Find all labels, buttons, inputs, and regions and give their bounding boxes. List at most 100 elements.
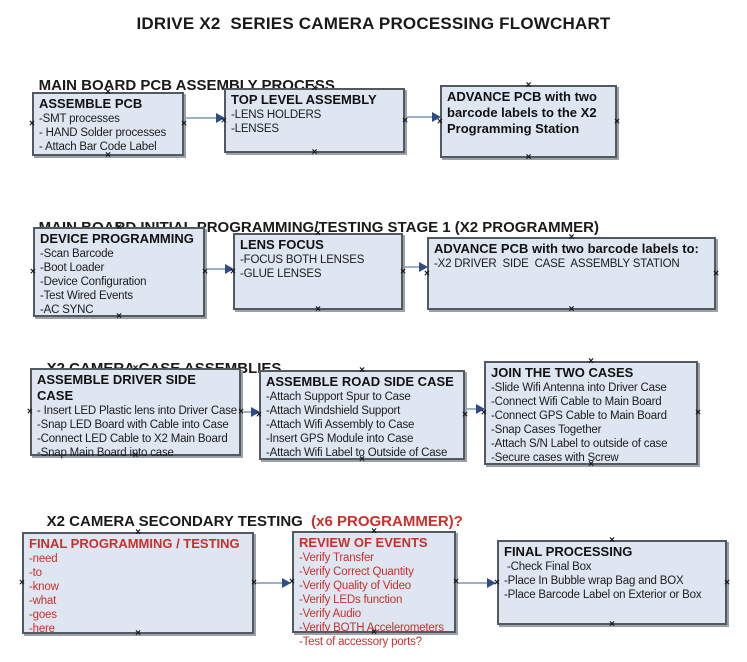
box-items: -Attach Support Spur to Case -Attach Wind…	[266, 390, 458, 460]
flow-box-assemble-road-side-case[interactable]: ASSEMBLE ROAD SIDE CASE -Attach Support …	[256, 366, 468, 465]
box-item: -LENS HOLDERS	[231, 109, 322, 121]
box-item: -know	[29, 581, 59, 593]
box-items: -SMT processes - HAND Solder processes - A…	[39, 112, 177, 154]
box-item: -to	[29, 567, 42, 579]
box-title: DEVICE PROGRAMMING	[40, 231, 194, 246]
arrow-right-icon[interactable]	[256, 578, 291, 588]
connection-handle-icon: ×	[525, 152, 532, 163]
box-title: ADVANCE PCB with two barcode labels to:	[434, 241, 699, 256]
connection-handle-icon: ×	[724, 577, 730, 588]
box-item: -FOCUS BOTH LENSES	[240, 254, 365, 266]
box-items: - Insert LED Plastic lens into Driver Ca…	[37, 404, 237, 460]
box-item: -Attach Support Spur to Case	[266, 391, 411, 403]
connection-handle-icon: ×	[19, 577, 25, 589]
arrow-right-icon[interactable]	[407, 112, 441, 122]
box-item: -Place Barcode Label on Exterior or Box	[504, 589, 702, 601]
box-item: -Attach Wifi Label to Outside of Case	[266, 447, 448, 459]
box-title: FINAL PROGRAMMING / TESTING	[29, 536, 240, 551]
arrow-right-icon[interactable]	[207, 264, 234, 274]
box-item: -Verify LEDs function	[299, 594, 403, 606]
box-title: ASSEMBLE PCB	[39, 96, 143, 111]
box-items: -LENS HOLDERS-LENSES	[231, 108, 398, 136]
flow-box-final-programming-testing[interactable]: FINAL PROGRAMMING / TESTING -need-to-kno…	[19, 528, 257, 639]
box-item: -Attach Wifi Assembly to Case	[266, 419, 415, 431]
box-item: -Connect LED Cable to X2 Main Board	[37, 433, 228, 445]
arrow-right-icon[interactable]	[405, 262, 428, 272]
box-title: ASSEMBLE ROAD SIDE CASE	[266, 374, 454, 389]
box-item: -what	[29, 595, 57, 607]
flow-box-final-processing[interactable]: FINAL PROCESSING -Check Final Box-Place …	[494, 536, 730, 630]
box-title: ADVANCE PCB with two barcode labels to t…	[447, 89, 597, 136]
box-title: REVIEW OF EVENTS	[299, 535, 428, 550]
box-item: -AC SYNC	[40, 304, 94, 316]
box-title: ASSEMBLE DRIVER SIDE CASE	[37, 372, 196, 403]
box-item: -GLUE LENSES	[240, 268, 322, 280]
connection-handle-icon: ×	[568, 304, 575, 315]
box-item: -here	[29, 623, 55, 635]
box-item: -Attach S/N Label to outside of case	[491, 438, 668, 450]
connection-handle-icon: ×	[695, 407, 701, 419]
box-item: -X2 DRIVER SIDE CASE ASSEMBLY STATION	[434, 258, 680, 270]
box-item: -Verify Quality of Video	[299, 580, 411, 592]
box-item: -SMT processes	[39, 113, 120, 125]
box-item: -Connect Wifi Cable to Main Board	[491, 396, 662, 408]
box-items: -Verify Transfer-Verify Correct Quantity…	[299, 551, 449, 649]
section-header-secondary-testing: X2 CAMERA SECONDARY TESTING (x6 PROGRAMM…	[30, 496, 463, 547]
flow-box-advance-pcb-programming-station[interactable]: ADVANCE PCB with two barcode labels to t…	[437, 81, 620, 163]
box-title: LENS FOCUS	[240, 237, 324, 252]
box-item: -Test Wired Events	[40, 290, 133, 302]
box-item: -Attach Windshield Support	[266, 405, 401, 417]
box-item: -Scan Barcode	[40, 248, 114, 260]
box-item: -Test of accessory ports?	[299, 636, 422, 648]
box-item: - Attach Bar Code Label	[39, 141, 157, 153]
connection-handle-icon: ×	[311, 147, 318, 158]
arrow-right-icon[interactable]	[186, 113, 225, 123]
box-item: -Connect GPS Cable to Main Board	[491, 410, 667, 422]
flow-box-assemble-pcb[interactable]: ASSEMBLE PCB -SMT processes - HAND Solder…	[29, 88, 187, 161]
flow-box-review-of-events[interactable]: REVIEW OF EVENTS -Verify Transfer-Verify…	[289, 527, 459, 649]
box-items: -need-to-know-what-goes-here	[29, 552, 247, 636]
box-item: -Verify Transfer	[299, 552, 374, 564]
connection-handle-icon: ×	[29, 118, 35, 130]
box-item: -Verify Audio	[299, 608, 361, 620]
page-title: IDRIVE X2 SERIES CAMERA PROCESSING FLOWC…	[136, 14, 611, 33]
box-item: -Device Configuration	[40, 276, 147, 288]
box-item: -Check Final Box	[504, 561, 592, 573]
flow-box-device-programming[interactable]: DEVICE PROGRAMMING -Scan Barcode -Boot Lo…	[30, 223, 208, 322]
box-items: -Check Final Box-Place In Bubble wrap Ba…	[504, 560, 720, 602]
connection-handle-icon: ×	[30, 266, 36, 278]
flow-box-lens-focus[interactable]: LENS FOCUS -FOCUS BOTH LENSES -GLUE LENSE…	[230, 229, 406, 315]
connection-handle-icon: ×	[462, 409, 468, 421]
connection-handle-icon: ×	[27, 406, 33, 418]
flow-box-top-level-assembly[interactable]: TOP LEVEL ASSEMBLY -LENS HOLDERS-LENSES …	[221, 84, 408, 158]
box-item: -Verify BOTH Accelerometers	[299, 622, 444, 634]
box-title: JOIN THE TWO CASES	[491, 365, 634, 380]
box-title: TOP LEVEL ASSEMBLY	[231, 92, 377, 107]
box-items: -FOCUS BOTH LENSES -GLUE LENSES	[240, 253, 396, 281]
connection-handle-icon: ×	[400, 266, 406, 277]
box-items: -Slide Wifi Antenna into Driver Case -Con…	[491, 381, 691, 465]
box-items: -Scan Barcode -Boot Loader -Device Configu…	[40, 247, 198, 317]
arrow-right-icon[interactable]	[243, 407, 260, 417]
flow-box-assemble-driver-side-case[interactable]: ASSEMBLE DRIVER SIDE CASE - Insert LED P…	[27, 364, 244, 461]
connection-handle-icon: ×	[609, 619, 615, 630]
connection-handle-icon: ×	[181, 118, 187, 130]
box-item: - Insert LED Plastic lens into Driver Ca…	[37, 405, 237, 417]
box-item: -Secure cases with Screw	[491, 452, 619, 464]
box-item: -Boot Loader	[40, 262, 105, 274]
arrow-right-icon[interactable]	[467, 404, 485, 414]
box-item: -Snap Main Board into case	[37, 447, 174, 459]
box-items: -X2 DRIVER SIDE CASE ASSEMBLY STATION	[434, 257, 709, 271]
box-item: -goes	[29, 609, 57, 621]
flow-box-advance-pcb-driver-side-station[interactable]: ADVANCE PCB with two barcode labels to: …	[424, 233, 719, 315]
box-item: - HAND Solder processes	[39, 127, 167, 139]
connection-handle-icon: ×	[713, 268, 719, 279]
box-item: -Snap Cases Together	[491, 424, 602, 436]
arrow-right-icon[interactable]	[458, 578, 496, 588]
box-item: -Slide Wifi Antenna into Driver Case	[491, 382, 667, 394]
connection-handle-icon: ×	[614, 116, 620, 127]
section-header-text: X2 CAMERA SECONDARY TESTING	[46, 513, 312, 530]
flow-box-join-the-two-cases[interactable]: JOIN THE TWO CASES -Slide Wifi Antenna i…	[481, 357, 701, 470]
box-item: -Insert GPS Module into Case	[266, 433, 414, 445]
